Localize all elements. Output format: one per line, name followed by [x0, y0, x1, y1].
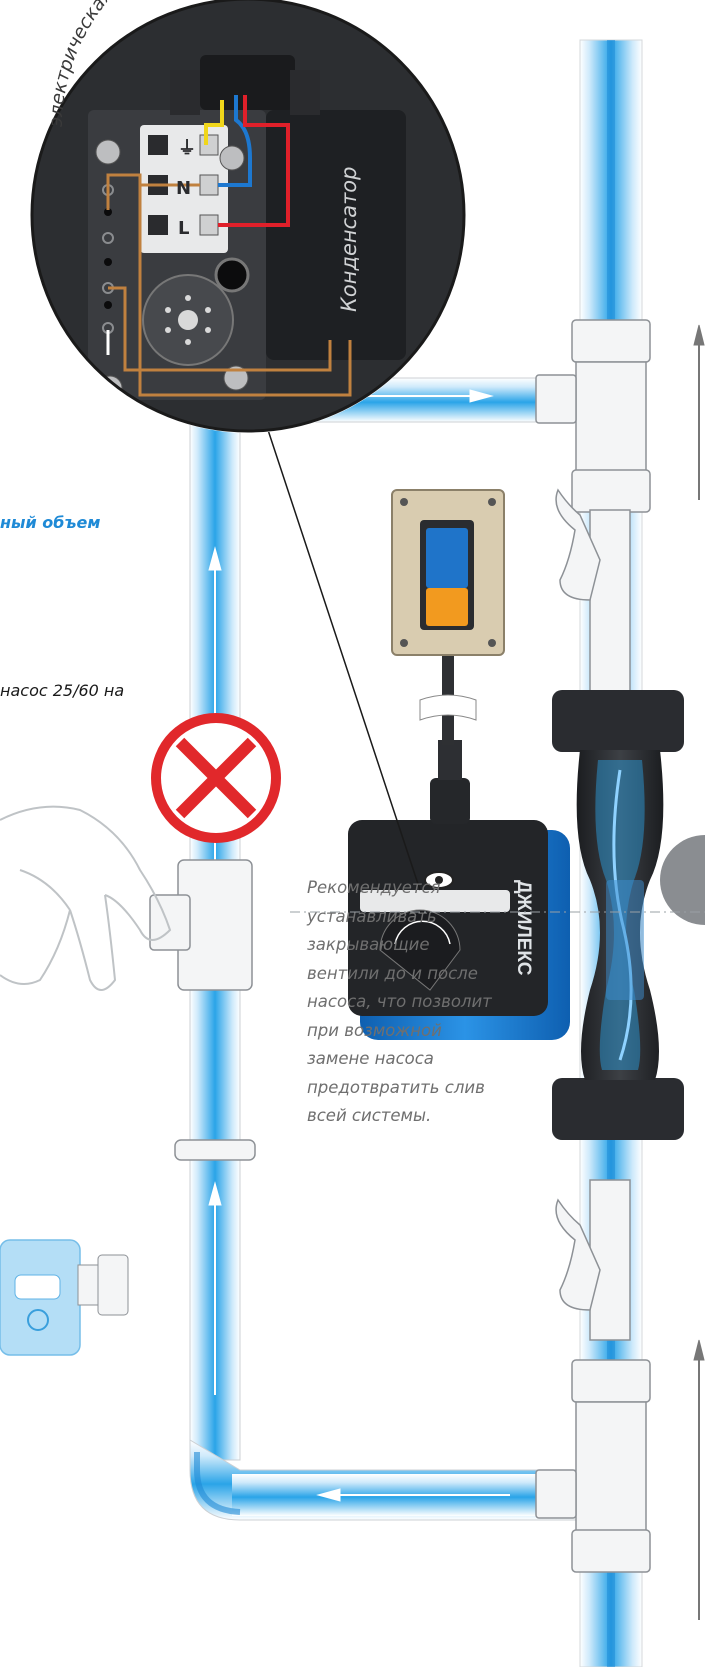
recommendation-line: предотвратить слив: [307, 1077, 485, 1097]
terminal-label-line: L: [178, 218, 189, 239]
recommendation-line: вентили до и после: [307, 963, 478, 983]
right-fittings: [535, 319, 651, 1573]
left-note-black: насос 25/60 на: [0, 681, 125, 700]
terminal-label-earth: ⏚: [178, 138, 196, 159]
hand-sketch: [0, 805, 172, 991]
terminal-box: [32, 0, 464, 431]
recommendation-line: замене насоса: [307, 1049, 434, 1068]
recommendation-line: устанавливать: [307, 906, 437, 926]
recommendation-line: при возможной: [307, 1020, 442, 1040]
recommendation-line: насоса, что позволит: [307, 992, 492, 1011]
terminal-label-neutral: N: [176, 178, 191, 199]
no-flow-sign-icon: [151, 713, 281, 843]
switch-box: [391, 489, 505, 745]
recommendation-line: закрывающие: [307, 935, 430, 954]
capacitor-label: Конденсатор: [337, 167, 361, 312]
pump-brand: ДЖИЛЕКС: [513, 880, 534, 976]
return-valve: [149, 859, 256, 1161]
recommendation-line: Рекомендуется: [307, 878, 441, 897]
recommendation-line: всей системы.: [307, 1106, 432, 1125]
left-note-blue: ный объем: [0, 513, 101, 532]
recommendation-note: Рекомендуется устанавливать закрывающие …: [307, 874, 547, 1131]
side-arrows: [693, 324, 705, 1620]
valve-handles: [555, 488, 601, 1311]
pump: [348, 690, 705, 1140]
air-vent: [0, 1239, 129, 1356]
